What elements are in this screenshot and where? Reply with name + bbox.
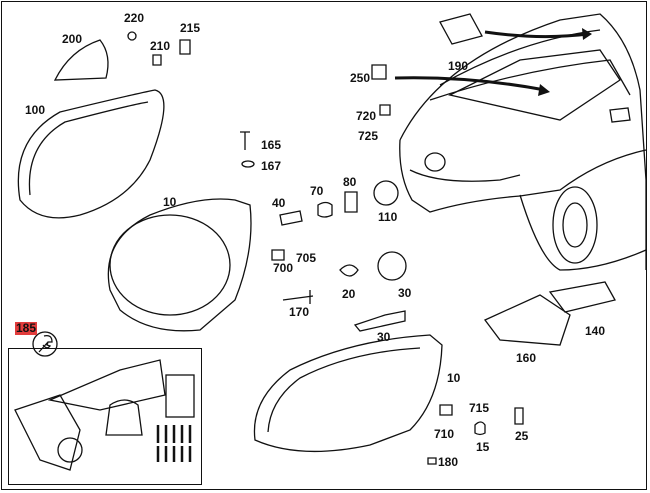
part-label-190[interactable]: 190 (448, 59, 469, 73)
part-label-715[interactable]: 715 (469, 401, 490, 415)
part-label-200[interactable]: 200 (62, 32, 83, 46)
part-label-30-lower[interactable]: 30 (377, 330, 391, 344)
part-label-20[interactable]: 20 (342, 287, 356, 301)
part-label-220[interactable]: 220 (124, 11, 145, 25)
wrench-icon (32, 331, 58, 357)
part-label-215[interactable]: 215 (180, 21, 201, 35)
part-shapes (14, 13, 616, 471)
part-label-30[interactable]: 30 (398, 286, 412, 300)
part-label-110[interactable]: 110 (378, 210, 398, 224)
part-label-70[interactable]: 70 (310, 184, 324, 198)
part-label-210[interactable]: 210 (150, 39, 171, 53)
part-label-180[interactable]: 180 (438, 455, 459, 469)
part-label-720[interactable]: 720 (356, 109, 377, 123)
part-label-15[interactable]: 15 (476, 440, 490, 454)
arrows (394, 30, 589, 92)
part-label-100[interactable]: 100 (25, 103, 46, 117)
part-label-160[interactable]: 160 (516, 351, 537, 365)
kit-185-inset (8, 348, 202, 485)
part-label-140[interactable]: 140 (585, 324, 606, 338)
part-label-167[interactable]: 167 (261, 159, 282, 173)
part-label-80[interactable]: 80 (343, 175, 357, 189)
part-label-10[interactable]: 10 (163, 195, 177, 209)
part-label-165[interactable]: 165 (261, 138, 282, 152)
part-label-725[interactable]: 725 (358, 129, 379, 143)
part-label-25[interactable]: 25 (515, 429, 529, 443)
part-label-705[interactable]: 705 (296, 251, 317, 265)
part-label-250[interactable]: 250 (350, 71, 371, 85)
part-label-710[interactable]: 710 (434, 427, 455, 441)
part-label-700[interactable]: 700 (273, 261, 294, 275)
part-label-185-highlighted[interactable]: 185 (15, 321, 38, 335)
part-label-40[interactable]: 40 (272, 196, 286, 210)
part-label-170[interactable]: 170 (289, 305, 310, 319)
part-label-10-lower[interactable]: 10 (447, 371, 461, 385)
car-outline (399, 13, 647, 271)
